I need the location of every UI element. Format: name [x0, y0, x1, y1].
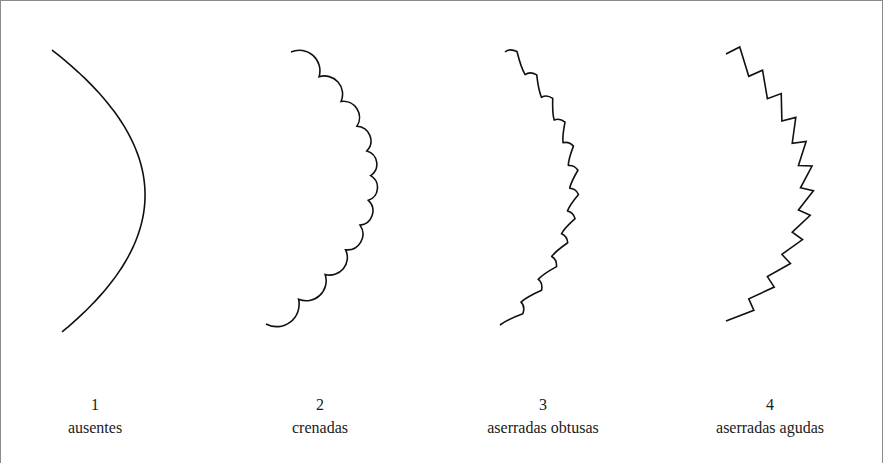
margin-type-label: aserradas agudas [716, 419, 824, 437]
figure-number: 3 [539, 396, 547, 414]
entire-margin [52, 50, 145, 332]
crenate-margin [266, 50, 377, 326]
leaf-margins [52, 47, 813, 332]
margin-type-label: ausentes [68, 419, 122, 437]
margin-type-label: aserradas obtusas [487, 419, 599, 437]
acute-serrate-margin [726, 47, 813, 321]
figure-number: 4 [766, 396, 774, 414]
margin-type-label: crenadas [292, 419, 348, 437]
figure-number: 1 [91, 396, 99, 414]
obtuse-serrate-margin [500, 50, 579, 325]
figure-number: 2 [316, 396, 324, 414]
